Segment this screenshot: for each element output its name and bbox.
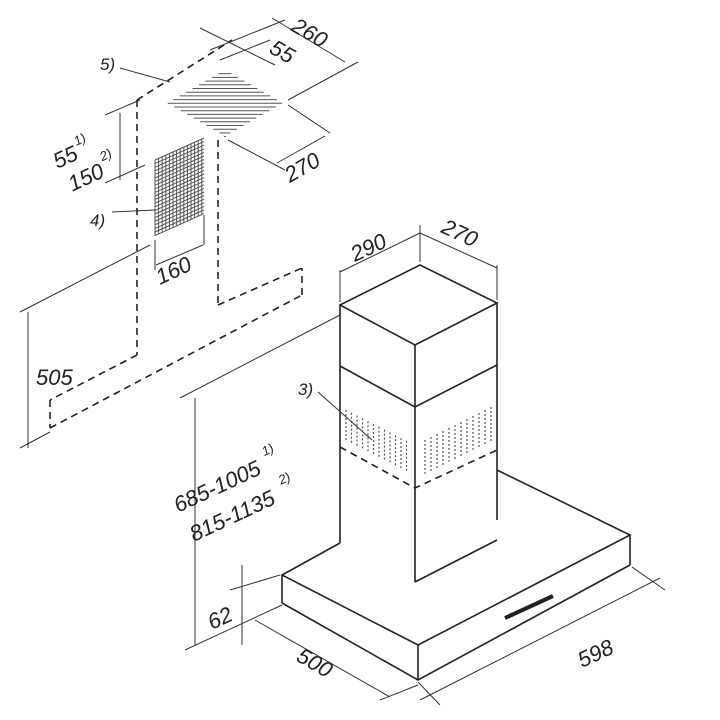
callout-4: 4) (90, 211, 105, 230)
hatch-line (154, 166, 205, 190)
callout-3: 3) (298, 380, 313, 399)
hatch-line (154, 187, 205, 211)
hatch-line (154, 213, 205, 237)
footnote-2-height: 2) (275, 469, 293, 488)
callout-5: 5) (100, 55, 115, 74)
hatch-line (154, 198, 205, 222)
dim-500: 500 (293, 643, 338, 683)
chimney (317, 264, 499, 582)
hatch-line (154, 209, 205, 233)
hatch-line (154, 155, 205, 179)
chimney-perforation (345, 407, 492, 475)
hatch-line (154, 141, 205, 165)
hatch-line (154, 184, 205, 208)
lower-dimension-lines (179, 225, 666, 706)
hatch-line (154, 180, 205, 204)
dim-270-chimney: 270 (437, 213, 482, 252)
hatch-line (154, 173, 205, 197)
hatch-line (154, 148, 205, 172)
hatch-line (154, 191, 205, 215)
footnote-1: 1) (71, 130, 88, 148)
hatch-line (154, 159, 205, 183)
dim-62: 62 (204, 602, 237, 635)
dim-160: 160 (152, 251, 197, 289)
top-air-outlet-hatch (167, 73, 283, 138)
dim-55-top: 55 (266, 35, 300, 69)
control-slot (504, 594, 554, 620)
hatch-line (154, 151, 205, 175)
duct-outline (49, 39, 303, 429)
dim-290: 290 (346, 228, 391, 267)
hatch-line (154, 195, 205, 219)
footnote-1-height: 1) (259, 440, 276, 458)
upper-dimension-lines (19, 17, 359, 449)
hatch-line (154, 202, 205, 226)
hatch-line (154, 169, 205, 193)
hatch-line (154, 177, 205, 201)
hatch-line (154, 144, 205, 168)
canopy (280, 469, 632, 681)
footnote-2: 2) (96, 146, 114, 165)
dim-270-duct: 270 (279, 147, 325, 188)
hatch-line (154, 162, 205, 186)
side-air-outlet-hatch (154, 137, 205, 237)
hatch-line (154, 137, 205, 161)
dim-598: 598 (574, 634, 619, 672)
dim-505: 505 (36, 365, 73, 390)
hatch-line (154, 205, 205, 229)
